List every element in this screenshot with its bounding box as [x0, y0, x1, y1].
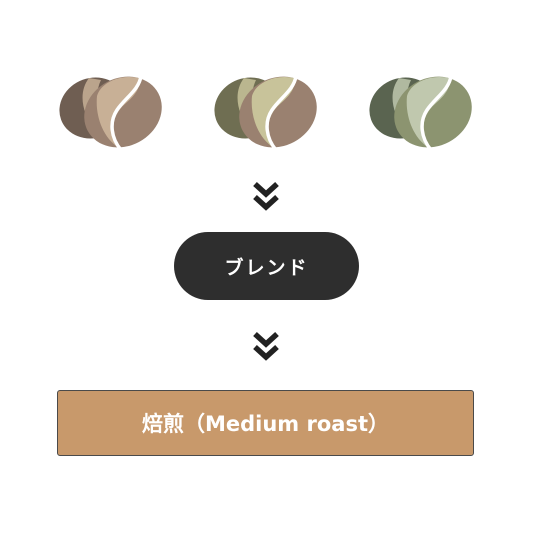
coffee-bean-pair-3-icon: [365, 66, 477, 154]
bean-groove-line: [420, 74, 453, 152]
coffee-bean-pair-2-icon: [210, 66, 322, 154]
coffee-bean-pair-1-icon: [55, 66, 167, 154]
coffee-bean-graphic: [214, 74, 317, 152]
roast-step-label: 焙煎（Medium roast）: [141, 412, 389, 436]
blend-step-pill: ブレンド: [174, 232, 359, 300]
coffee-bean-graphic: [369, 74, 472, 152]
roast-step-box: 焙煎（Medium roast）: [57, 390, 474, 456]
double-chevron-down-icon: [251, 331, 281, 363]
blend-step-label: ブレンド: [224, 256, 309, 279]
double-chevron-down-icon: [251, 181, 281, 213]
bean-groove-line: [265, 74, 298, 152]
bean-groove-line: [110, 74, 143, 152]
coffee-bean-graphic: [59, 74, 162, 152]
